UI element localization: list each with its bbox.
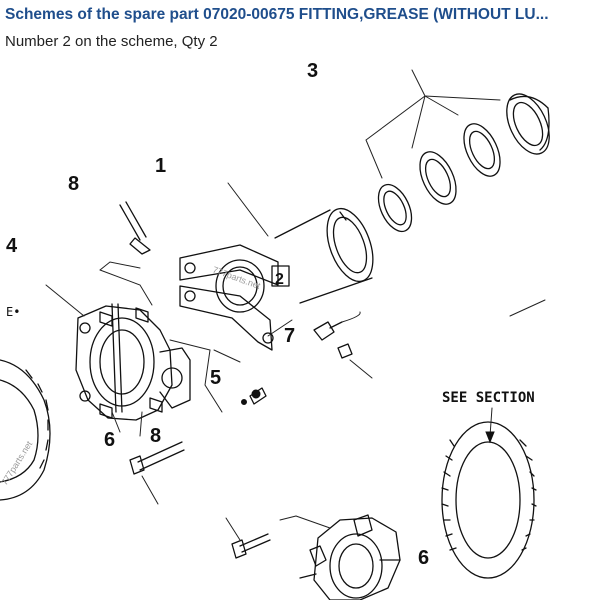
callout-3: 3 <box>307 60 318 82</box>
callout-6-left: 6 <box>104 429 115 451</box>
e-mark-label: E• <box>6 305 20 319</box>
ring-group <box>365 69 550 233</box>
part-subtitle: Number 2 on the scheme, Qty 2 <box>5 33 218 50</box>
callout-2: 2 <box>275 271 284 288</box>
bolt-bottom <box>225 517 271 559</box>
callout-8-lower: 8 <box>150 425 161 447</box>
callout-1: 1 <box>155 155 166 177</box>
leader-lines <box>99 261 293 437</box>
bearing-sleeve <box>227 182 374 304</box>
see-section-label: SEE SECTION <box>442 390 535 406</box>
callout-5: 5 <box>210 367 221 389</box>
partial-housing-left <box>0 359 51 501</box>
bolt-upper <box>119 201 151 255</box>
grease-fitting <box>241 311 373 405</box>
page-title: Schemes of the spare part 07020-00675 FI… <box>5 6 549 23</box>
split-housing <box>179 244 290 351</box>
watermark-center: 777parts.net <box>211 264 262 291</box>
bolt-lower <box>129 441 185 505</box>
flange-assembly <box>45 284 191 421</box>
section-view <box>441 299 546 579</box>
callout-8-top: 8 <box>68 173 79 195</box>
callout-6-lower: 6 <box>418 547 429 569</box>
callout-4: 4 <box>6 235 18 257</box>
callout-2-box <box>271 265 290 287</box>
lower-flange-assembly <box>279 514 401 600</box>
watermark-left: 777parts.net <box>0 439 34 487</box>
callout-7: 7 <box>284 325 295 347</box>
callouts: 3 1 8 4 2 7 5 6 8 6 E• SEE SECTION <box>6 60 535 569</box>
